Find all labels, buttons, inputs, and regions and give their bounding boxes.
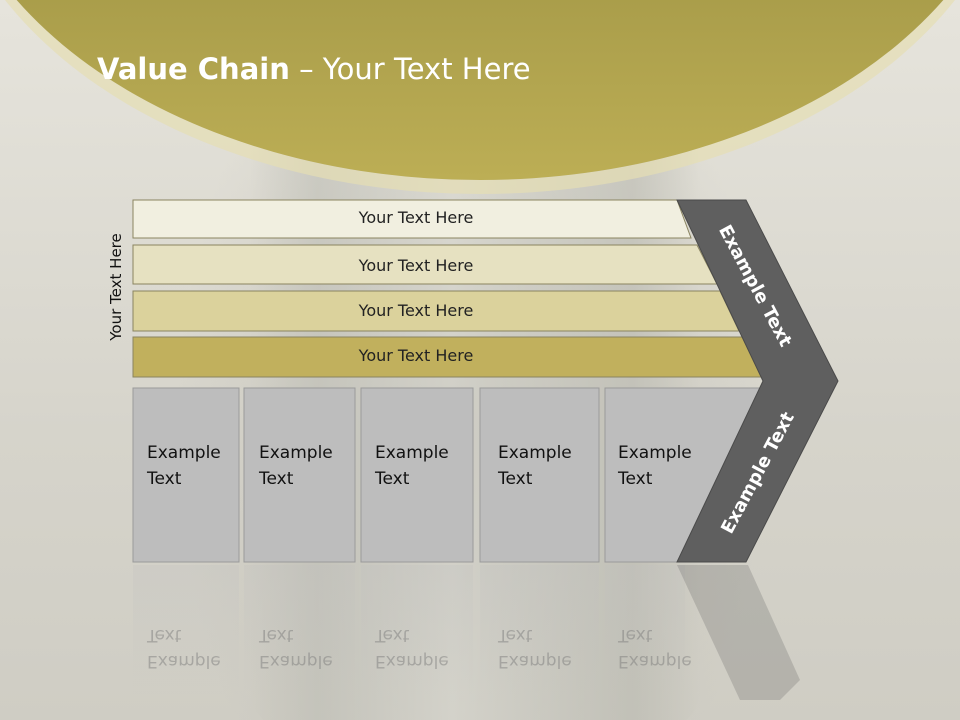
reflection [244, 565, 355, 695]
reflection [605, 565, 685, 695]
chevron-shape [676, 199, 839, 563]
row-shape-1 [132, 199, 692, 239]
reflection [133, 565, 239, 695]
title-rest: – Your Text Here [289, 52, 531, 86]
row-label-1: Your Text Here [358, 208, 474, 227]
slide-title: Value Chain – Your Text Here [97, 52, 531, 86]
reflection [361, 565, 473, 695]
chevron-reflection [677, 565, 800, 700]
box-shape-1 [132, 387, 240, 563]
box-shape-3 [360, 387, 474, 563]
reflection [480, 565, 599, 695]
box-shape-4 [479, 387, 600, 563]
title-bold: Value Chain [97, 52, 290, 86]
row-label-2: Your Text Here [358, 256, 474, 275]
box-shape-2 [243, 387, 356, 563]
row-label-3: Your Text Here [358, 301, 474, 320]
row-label-4: Your Text Here [358, 346, 474, 365]
